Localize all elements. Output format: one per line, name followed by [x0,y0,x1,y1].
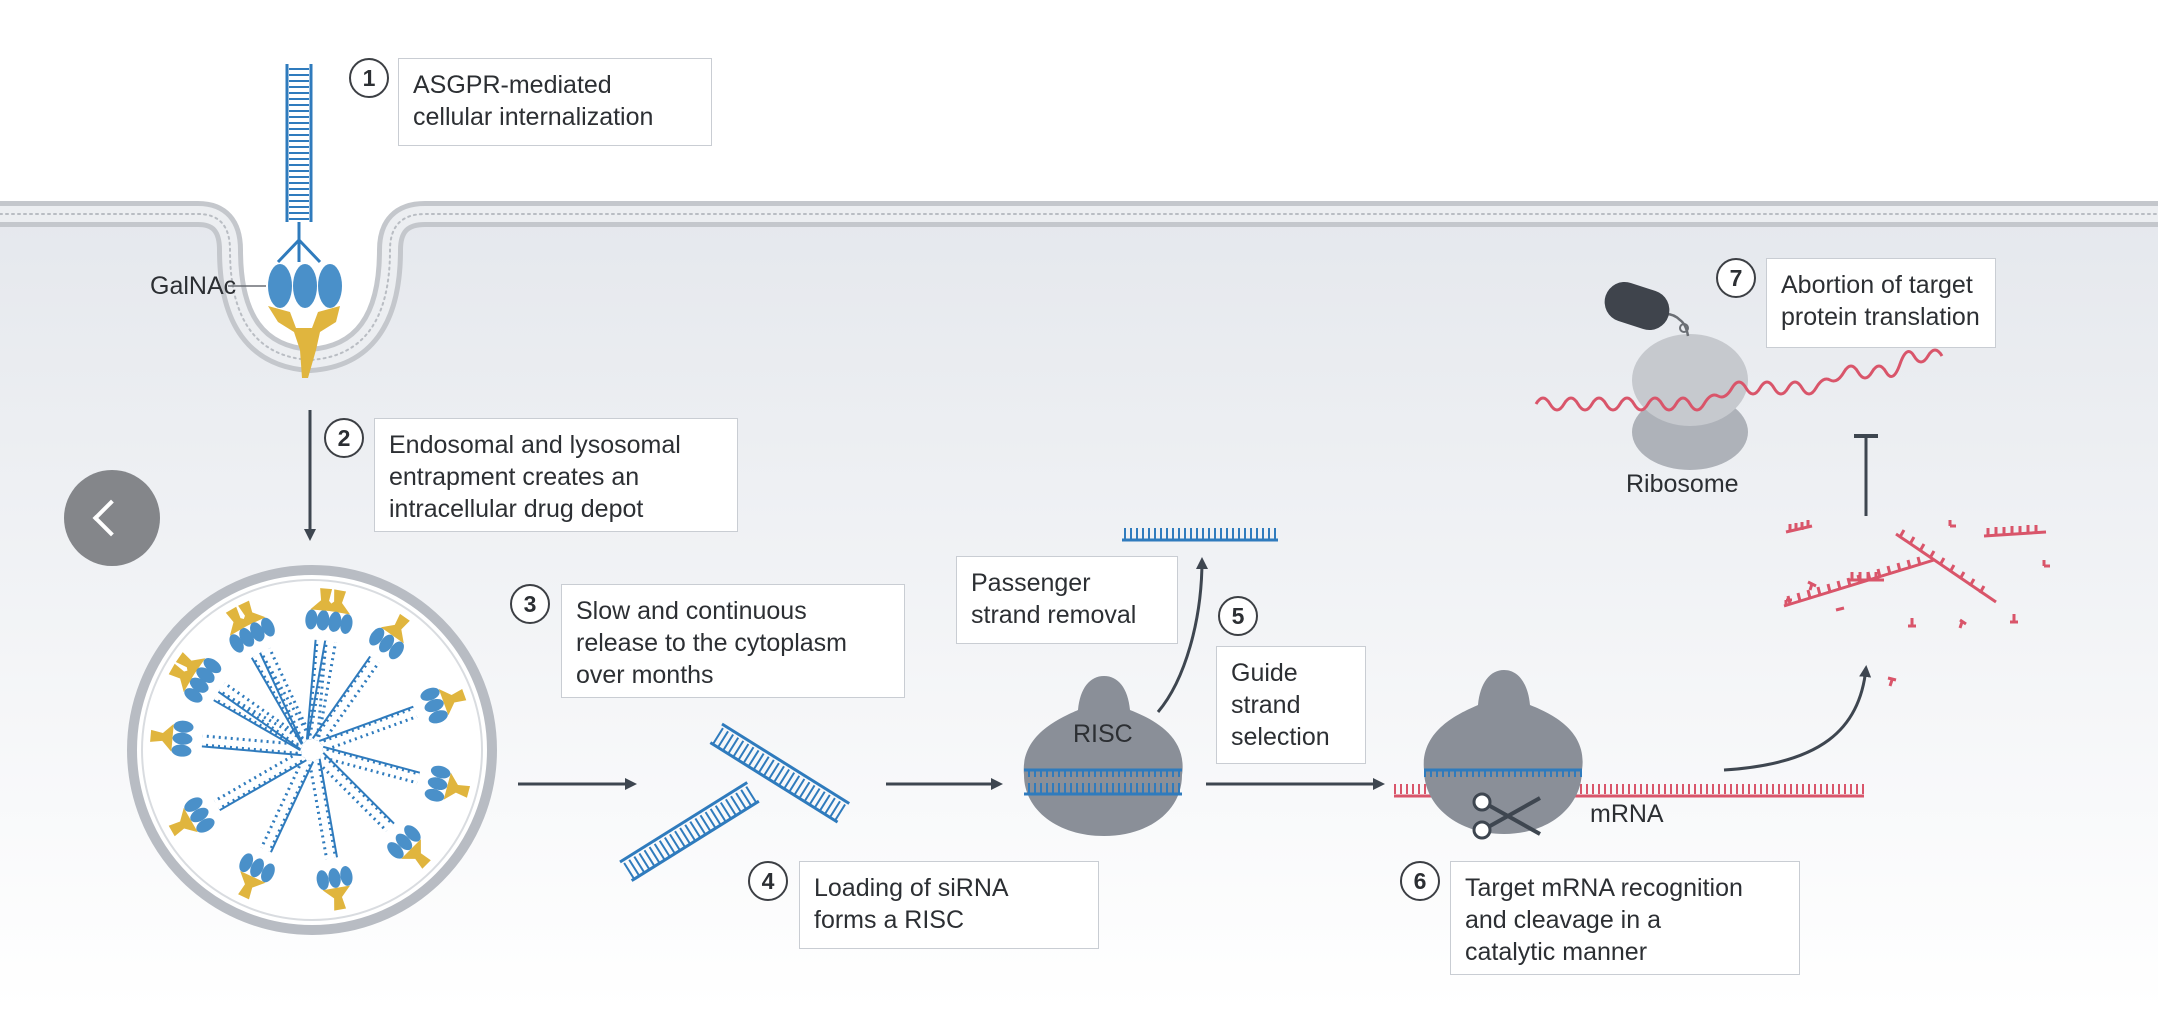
mrna-label: mRNA [1590,800,1664,828]
passenger-strand-label: Passenger strand removal [956,556,1178,644]
step-number: 7 [1716,258,1756,298]
endosome-conjugate [150,720,303,757]
risc-label: RISC [1073,720,1133,748]
scissors-icon [1472,792,1541,840]
endosome-conjugate [305,588,342,741]
free-sirna [619,722,851,882]
step-label: ASGPR-mediated cellular internalization [398,58,712,146]
nascent-peptide [1665,312,1690,337]
galnac-sugar [318,264,342,308]
step-number: 1 [349,58,389,98]
inhibition-symbol [1854,434,1878,516]
step-number: 6 [1400,861,1440,901]
step-label: Guide strand selection [1216,646,1366,764]
risc-complex [1023,676,1183,836]
endosome-conjugate [168,749,307,837]
endosome-conjugate [314,752,431,869]
step-number: 5 [1218,596,1258,636]
step-label: Abortion of target protein translation [1766,258,1996,348]
step-number: 2 [324,418,364,458]
galnac-sugar [268,264,292,308]
ribosome-label: Ribosome [1626,470,1739,498]
step-label: Endosomal and lysosomal entrapment creat… [374,418,738,532]
passenger-strand [1122,528,1278,542]
step-number: 3 [510,584,550,624]
mrna-fragments [1783,520,2050,687]
chevron-left-icon[interactable] [64,470,160,566]
endosome-conjugate [307,758,353,911]
endosome-conjugate [319,687,467,753]
step-number: 4 [748,861,788,901]
step-label: Slow and continuous release to the cytop… [561,584,905,698]
galnac-sugar [293,264,317,308]
endosome [127,565,497,935]
step-label: Loading of siRNA forms a RISC [799,861,1099,949]
endosome-conjugate [168,663,307,752]
endosome-conjugate [320,745,471,802]
step-label: Target mRNA recognition and cleavage in … [1450,861,1800,975]
asgpr-receptor [268,306,340,378]
ribosome [1534,281,1944,470]
endosome-conjugate [238,756,315,900]
sirna-duplex [286,64,312,222]
galnac-sirna-conjugate [228,64,342,378]
endosome-conjugate [312,613,410,746]
endosome-conjugates [150,588,471,911]
galnac-label: GalNAc [150,272,237,300]
passenger-arrow [1156,557,1208,713]
endosome-conjugate [225,606,313,745]
arrow-6 [1723,665,1872,772]
risc-on-mrna [1423,670,1583,834]
